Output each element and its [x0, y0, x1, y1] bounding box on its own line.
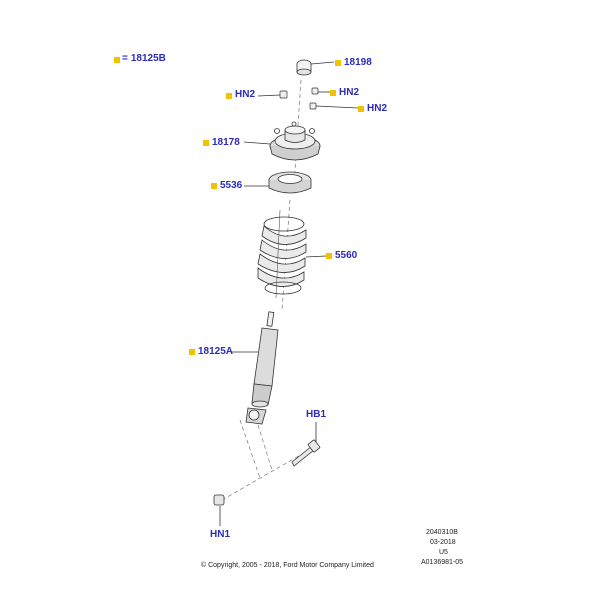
callout-lower-nut: HN1	[210, 529, 231, 540]
callout-marker-5536	[211, 183, 217, 189]
small-nut-left	[279, 90, 288, 99]
callout-marker-5560	[326, 253, 332, 259]
callout-coil-spring: 5560	[335, 250, 358, 261]
callout-mount-nut: 18198	[344, 57, 372, 68]
callout-spring-seat: 5536	[220, 180, 243, 191]
callout-marker-18198	[335, 60, 341, 66]
callout-bolt: HB1	[306, 409, 327, 420]
bolt	[291, 439, 321, 467]
top-mount-nut	[296, 59, 312, 76]
upper-mount	[269, 121, 321, 161]
callout-shock-absorber: 18125A	[198, 346, 234, 357]
callout-marker-hn2-left	[226, 93, 232, 99]
ref-date: 03-2018	[430, 539, 456, 546]
legend-key: =18125B	[114, 53, 166, 64]
callout-marker-hn2-right-lower	[358, 106, 364, 112]
small-nut-right-lower	[309, 102, 317, 110]
shock-absorber	[245, 311, 279, 425]
legend-part-number: 18125B	[130, 53, 166, 64]
callout-marker-18125a	[189, 349, 195, 355]
lower-nut	[213, 494, 225, 506]
illustration-id: A0136981-05	[421, 559, 464, 566]
leader-lines	[219, 61, 359, 526]
ref-variant: U5	[439, 549, 448, 556]
callout-nut-left: HN2	[235, 89, 256, 100]
callout-nut-right-lower: HN2	[367, 103, 388, 114]
legend-equals: =	[122, 53, 128, 64]
legend-marker	[114, 57, 120, 63]
callout-upper-mount: 18178	[212, 137, 240, 148]
ref-code: 2040310B	[426, 529, 458, 536]
callout-marker-18178	[203, 140, 209, 146]
spring-seat	[268, 171, 312, 194]
callout-nut-right-upper: HN2	[339, 87, 360, 98]
callout-marker-hn2-right-upper	[330, 90, 336, 96]
coil-spring	[257, 209, 307, 299]
copyright-notice: © Copyright, 2005 - 2018, Ford Motor Com…	[201, 562, 374, 569]
small-nut-right-upper	[311, 87, 319, 95]
